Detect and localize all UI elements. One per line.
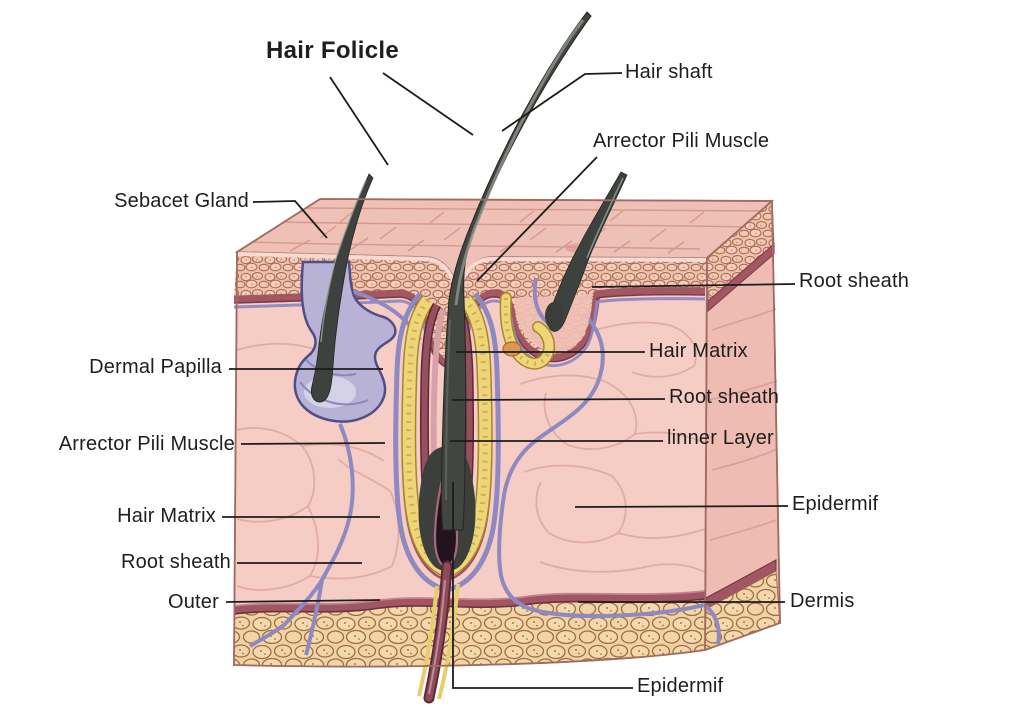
leader-hair-folicle-a (382, 72, 474, 136)
leader-hair-shaft (501, 72, 623, 132)
label-outer-left: Outer (167, 591, 219, 613)
side-basal-band (707, 242, 775, 313)
leader-epidermif-right (574, 505, 789, 508)
leader-arrector-pili-top (476, 156, 598, 282)
label-inner-layer-right: linner Layer (667, 427, 774, 449)
right-follicle-vessel (497, 313, 721, 645)
leader-sebacet-gland (252, 200, 328, 239)
label-epidermis-bottom: Epidermif (637, 675, 724, 697)
leader-lines (222, 72, 796, 689)
block-outline (233, 198, 781, 668)
side-face-layers (704, 199, 781, 651)
block-outline-path (233, 198, 781, 668)
hair-root-highlight (445, 319, 451, 501)
dermis-subcutis-boundary (233, 590, 706, 615)
label-dermal-papilla: Dermal Papilla (89, 356, 222, 378)
label-epidermis-right: Epidermif (792, 493, 879, 515)
papilla-stalk-highlight (428, 579, 446, 695)
label-hair-shaft: Hair shaft (625, 61, 713, 83)
left-hair-highlight (320, 179, 367, 343)
label-hair-matrix-left: Hair Matrix (117, 505, 216, 527)
label-arrector-pili-muscle-left: Arrector Pili Muscle (58, 433, 235, 455)
label-hair-matrix-right: Hair Matrix (649, 340, 748, 362)
right-hair-bulb (545, 302, 563, 330)
label-root-sheath-top-right: Root sheath (799, 270, 910, 292)
leader-outer (225, 599, 381, 603)
left-hair (310, 173, 374, 403)
label-root-sheath-mid-right: Root sheath (669, 386, 780, 408)
right-hair-highlight (586, 177, 624, 259)
right-gland-dot (502, 341, 522, 357)
leader-root-sheath-top-right (591, 283, 796, 288)
label-dermis-right: Dermis (790, 590, 855, 612)
right-follicle (497, 171, 721, 645)
label-arrector-pili-muscle-top: Arrector Pili Muscle (593, 130, 770, 152)
dermis-cell-lines-side (709, 308, 778, 541)
label-sebacet-gland: Sebacet Gland (114, 190, 249, 212)
central-follicle (393, 11, 592, 704)
leader-root-sheath-mid-right (451, 398, 666, 401)
sebaceous-gland-follicle (248, 173, 422, 656)
hair-shaft-highlight (454, 19, 585, 306)
dermis-subcutis-boundary-highlight (233, 590, 706, 607)
outer-root-sheath-speckle (406, 298, 488, 573)
label-root-sheath-left: Root sheath (120, 551, 231, 573)
leader-epidermif-bottom (452, 482, 633, 689)
leader-arrector-pili-left (240, 442, 386, 445)
leader-hair-folicle-b (329, 76, 389, 166)
right-outer-sheath (501, 293, 554, 368)
diagram-title: Hair Folicle (266, 37, 399, 64)
stalk-yellow-strands (417, 583, 460, 700)
